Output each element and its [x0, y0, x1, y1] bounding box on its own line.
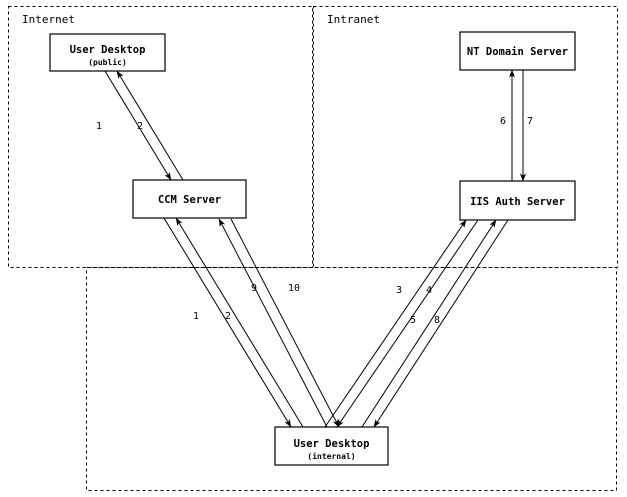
flow-2-ccm-to-public: 2	[116, 70, 184, 181]
node-nt-domain-server[interactable]: NT Domain Server	[459, 31, 576, 71]
node-ccm-server-title: CCM Server	[158, 194, 221, 206]
flow-6-label: 6	[500, 116, 506, 127]
node-ccm-server-box[interactable]	[132, 179, 247, 219]
node-iis-auth-server-title: IIS Auth Server	[470, 196, 565, 208]
flow-9-label: 9	[251, 283, 257, 294]
flow-5-label: 5	[410, 315, 416, 326]
zone-lower	[86, 267, 617, 491]
flow-2-lower-internal-to-ccm: 2	[175, 217, 304, 428]
flow-2-lower-label: 2	[225, 311, 231, 322]
flow-4-iis-to-internal: 4	[336, 219, 479, 428]
flow-3-line	[324, 219, 467, 428]
flow-4-line	[336, 219, 479, 428]
flow-7-label: 7	[527, 116, 533, 127]
flow-8-label: 8	[434, 315, 440, 326]
node-iis-auth-server-box[interactable]	[459, 180, 576, 221]
flow-10-line	[230, 218, 340, 428]
flow-1-public-to-ccm: 1	[96, 70, 172, 181]
node-ccm-server[interactable]: CCM Server	[132, 179, 247, 219]
node-iis-auth-server[interactable]: IIS Auth Server	[459, 180, 576, 221]
node-user-desktop-public-box[interactable]	[49, 33, 166, 72]
flow-7-nt-to-iis: 7	[520, 70, 533, 182]
node-nt-domain-server-box[interactable]	[459, 31, 576, 71]
flow-5-line	[361, 219, 497, 428]
flow-6-iis-to-nt: 6	[500, 69, 515, 181]
flow-2-lower-line	[175, 217, 304, 428]
flow-1-label: 1	[96, 121, 102, 132]
flow-1-lower-label: 1	[193, 311, 199, 322]
flow-10-label: 10	[288, 283, 300, 294]
zone-internet-label: Internet	[22, 13, 75, 26]
flow-9-line	[218, 218, 328, 428]
node-user-desktop-public[interactable]: User Desktop (public)	[49, 33, 166, 72]
flow-2-label: 2	[137, 121, 143, 132]
flow-1-lower-ccm-to-internal: 1	[163, 217, 292, 428]
flow-2-line	[116, 70, 184, 181]
node-user-desktop-internal-box[interactable]	[274, 426, 389, 466]
flow-8-iis-to-internal: 8	[373, 219, 509, 428]
flow-9-internal-to-ccm: 9	[218, 218, 328, 428]
flow-1-lower-line	[163, 217, 292, 428]
flow-5-internal-to-iis: 5	[361, 219, 497, 428]
flow-3-internal-to-iis: 3	[324, 219, 467, 428]
flow-10-ccm-to-internal: 10	[230, 218, 340, 428]
flow-1-line	[104, 70, 172, 181]
node-nt-domain-server-title: NT Domain Server	[467, 46, 568, 58]
node-user-desktop-public-title: User Desktop	[70, 44, 146, 56]
flow-3-label: 3	[396, 285, 402, 296]
zone-lower-border	[86, 267, 617, 491]
node-user-desktop-internal-subtitle: (internal)	[307, 451, 355, 461]
zone-intranet-label: Intranet	[327, 13, 380, 26]
node-user-desktop-internal-title: User Desktop	[294, 438, 370, 450]
node-user-desktop-internal[interactable]: User Desktop (internal)	[274, 426, 389, 466]
node-user-desktop-public-subtitle: (public)	[88, 57, 127, 67]
flow-8-line	[373, 219, 509, 428]
flow-4-label: 4	[426, 285, 432, 296]
